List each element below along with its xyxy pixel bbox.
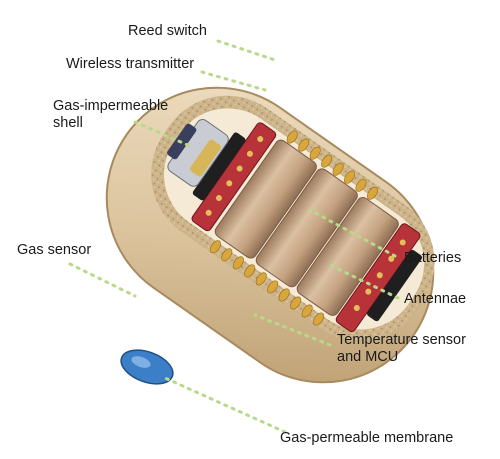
battery xyxy=(214,139,317,259)
leader-temperature xyxy=(253,313,332,347)
leader-reed-switch xyxy=(216,39,277,62)
label-temp-line1: Temperature sensor xyxy=(337,332,466,348)
leader-membrane xyxy=(163,376,287,434)
battery xyxy=(296,197,399,316)
front-board-pads xyxy=(205,136,264,216)
label-shell-line2: shell xyxy=(53,115,83,131)
label-shell-line1: Gas-impermeable xyxy=(53,98,169,114)
label-temperature-sensor-mcu: Temperature sensor and MCU xyxy=(337,332,466,366)
leader-gas-sensor xyxy=(68,262,137,298)
label-gas-sensor: Gas sensor xyxy=(17,242,92,258)
label-reed-switch: Reed switch xyxy=(128,23,207,39)
label-gas-permeable-membrane: Gas-permeable membrane xyxy=(280,430,454,446)
label-antennae: Antennae xyxy=(404,291,467,307)
leader-antennae xyxy=(328,263,400,300)
label-batteries: Batteries xyxy=(404,250,462,266)
rear-board-pads xyxy=(353,239,406,312)
antenna-coil xyxy=(209,130,378,326)
label-gas-impermeable-shell: Gas-impermeable shell xyxy=(53,98,168,132)
leader-lines xyxy=(68,39,400,434)
capsule-body xyxy=(105,86,435,384)
leader-batteries xyxy=(308,208,397,258)
leader-wireless-transmitter xyxy=(200,70,267,92)
label-temp-line2: and MCU xyxy=(337,349,399,365)
battery xyxy=(255,168,358,288)
reed-switch-component xyxy=(367,249,423,322)
label-wireless-transmitter: Wireless transmitter xyxy=(66,56,195,72)
gas-sensor-cap xyxy=(190,139,221,177)
leader-shell xyxy=(133,120,192,148)
mcu-chip xyxy=(192,132,246,201)
membrane-highlight xyxy=(131,356,151,368)
